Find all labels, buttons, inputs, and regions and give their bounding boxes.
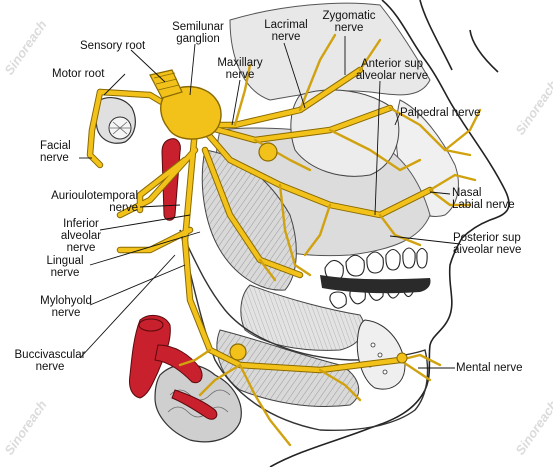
pterygoid-muscle <box>201 149 297 291</box>
label-lacrimal-nerve: Lacrimal nerve <box>264 19 308 43</box>
label-semilunar-ganglion: Semilunar ganglion <box>172 21 224 45</box>
label-posterior-sup-alveolar-nerve: Posterior sup aiveolar neve <box>453 232 522 256</box>
label-facial-nerve: Facial nerve <box>40 140 71 164</box>
buccinator-muscle <box>240 284 365 351</box>
label-mental-nerve: Mental nerve <box>456 362 523 374</box>
mouth-cavity <box>320 275 431 294</box>
pterygopalatine-ganglion <box>258 142 278 162</box>
label-leaders <box>79 36 461 369</box>
mandible <box>179 229 429 432</box>
label-inferior-alveolar-nerve: Inferior alveolar nerve <box>60 218 102 254</box>
artery <box>129 138 218 420</box>
face-outline <box>269 0 510 467</box>
label-lingual-nerve: Lingual nerve <box>46 255 84 279</box>
sensory-root <box>149 69 183 99</box>
label-motor-root: Motor root <box>52 68 105 80</box>
label-mylohyoid-nerve: Mylohyold nerve <box>40 295 92 319</box>
mental-nerve-node <box>396 352 408 364</box>
label-buccivascular-nerve: Buccivascular nerve <box>14 349 86 373</box>
label-palpedral-nerve: Palpedral nerve <box>400 107 481 119</box>
label-zygomatic-nerve: Zygomatic nerve <box>322 10 376 34</box>
upper-teeth <box>324 247 428 281</box>
label-auriculotemporal-nerve: Aurioulotemporal nerve <box>51 190 138 214</box>
nerve-branches <box>86 33 482 447</box>
skull-bone <box>229 2 431 101</box>
semilunar-ganglion <box>160 86 222 140</box>
label-sensory-root: Sensory root <box>80 40 146 52</box>
label-nasal-labial-nerve: Nasal Labial nerve <box>452 187 515 211</box>
label-maxillary-nerve: Maxillary nerve <box>217 57 263 81</box>
submandibular-ganglion <box>229 343 247 361</box>
label-anterior-sup-alveolar-nerve: Anterior sup alveolar nerve <box>355 58 429 82</box>
